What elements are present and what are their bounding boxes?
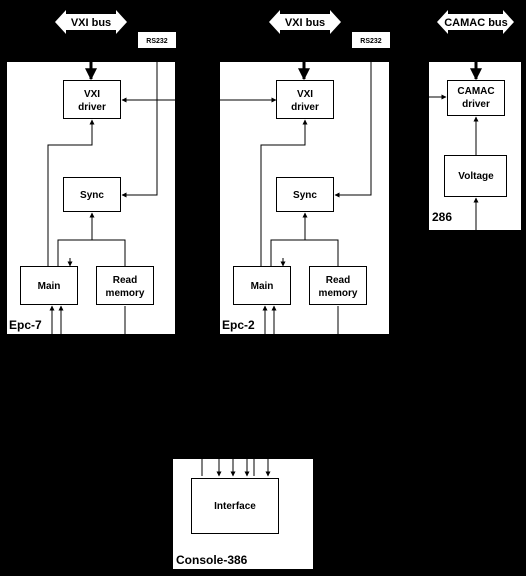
epc2-main-box bbox=[233, 266, 291, 305]
camac-bus-arrow: CAMAC bus bbox=[437, 10, 514, 34]
camac-driver-line1: CAMAC bbox=[457, 86, 494, 97]
interface-label: Interface bbox=[214, 501, 256, 512]
rs232-right-label: RS232 bbox=[360, 38, 382, 45]
epc2-vxi-driver-line2: driver bbox=[291, 102, 319, 113]
epc2-vxi-driver-box bbox=[276, 80, 334, 119]
epc7-read-memory-line1: Read bbox=[113, 275, 137, 286]
epc7-blocks bbox=[20, 80, 154, 305]
camac-driver-line2: driver bbox=[462, 99, 490, 110]
console-title: Console-386 bbox=[176, 553, 248, 567]
unit286-title: 286 bbox=[432, 210, 452, 224]
rs232-left-label: RS232 bbox=[146, 38, 168, 45]
console-connections bbox=[201, 459, 271, 477]
epc2-read-memory-line2: memory bbox=[319, 288, 358, 299]
epc7-read-memory-box bbox=[96, 266, 154, 305]
epc7-vxi-driver-line2: driver bbox=[78, 102, 106, 113]
interface-box bbox=[191, 478, 279, 534]
vxi-bus-left-arrow: VXI bus bbox=[55, 10, 127, 34]
epc7-vxi-driver-box bbox=[63, 80, 121, 119]
epc2-sync-label: Sync bbox=[293, 190, 317, 201]
epc2-main-label: Main bbox=[251, 281, 274, 292]
epc2-blocks bbox=[233, 80, 367, 305]
camac-driver-box bbox=[447, 80, 505, 116]
epc2-sync-box bbox=[276, 177, 334, 212]
camac-bus-label: CAMAC bus bbox=[444, 17, 508, 29]
epc7-main-label: Main bbox=[38, 281, 61, 292]
unit286-blocks bbox=[444, 80, 507, 197]
epc2-read-memory-box bbox=[309, 266, 367, 305]
voltage-label: Voltage bbox=[458, 171, 494, 182]
epc7-sync-label: Sync bbox=[80, 190, 104, 201]
epc2-vxi-driver-line1: VXI bbox=[297, 89, 313, 100]
epc7-connections bbox=[47, 34, 277, 334]
vxi-bus-right-arrow: VXI bus bbox=[269, 10, 341, 34]
epc7-vxi-driver-line1: VXI bbox=[84, 89, 100, 100]
epc7-read-memory-line2: memory bbox=[106, 288, 145, 299]
rs232-left-box bbox=[138, 32, 176, 48]
epc2-title: Epc-2 bbox=[222, 318, 255, 332]
epc7-main-box bbox=[20, 266, 78, 305]
vxi-bus-left-label: VXI bus bbox=[71, 17, 111, 29]
epc2-connections bbox=[260, 34, 447, 334]
epc7-title: Epc-7 bbox=[9, 318, 42, 332]
epc7-sync-box bbox=[63, 177, 121, 212]
vxi-bus-right-label: VXI bus bbox=[285, 17, 325, 29]
epc2-read-memory-line1: Read bbox=[326, 275, 350, 286]
voltage-box bbox=[444, 155, 507, 197]
rs232-right-box bbox=[352, 32, 390, 48]
